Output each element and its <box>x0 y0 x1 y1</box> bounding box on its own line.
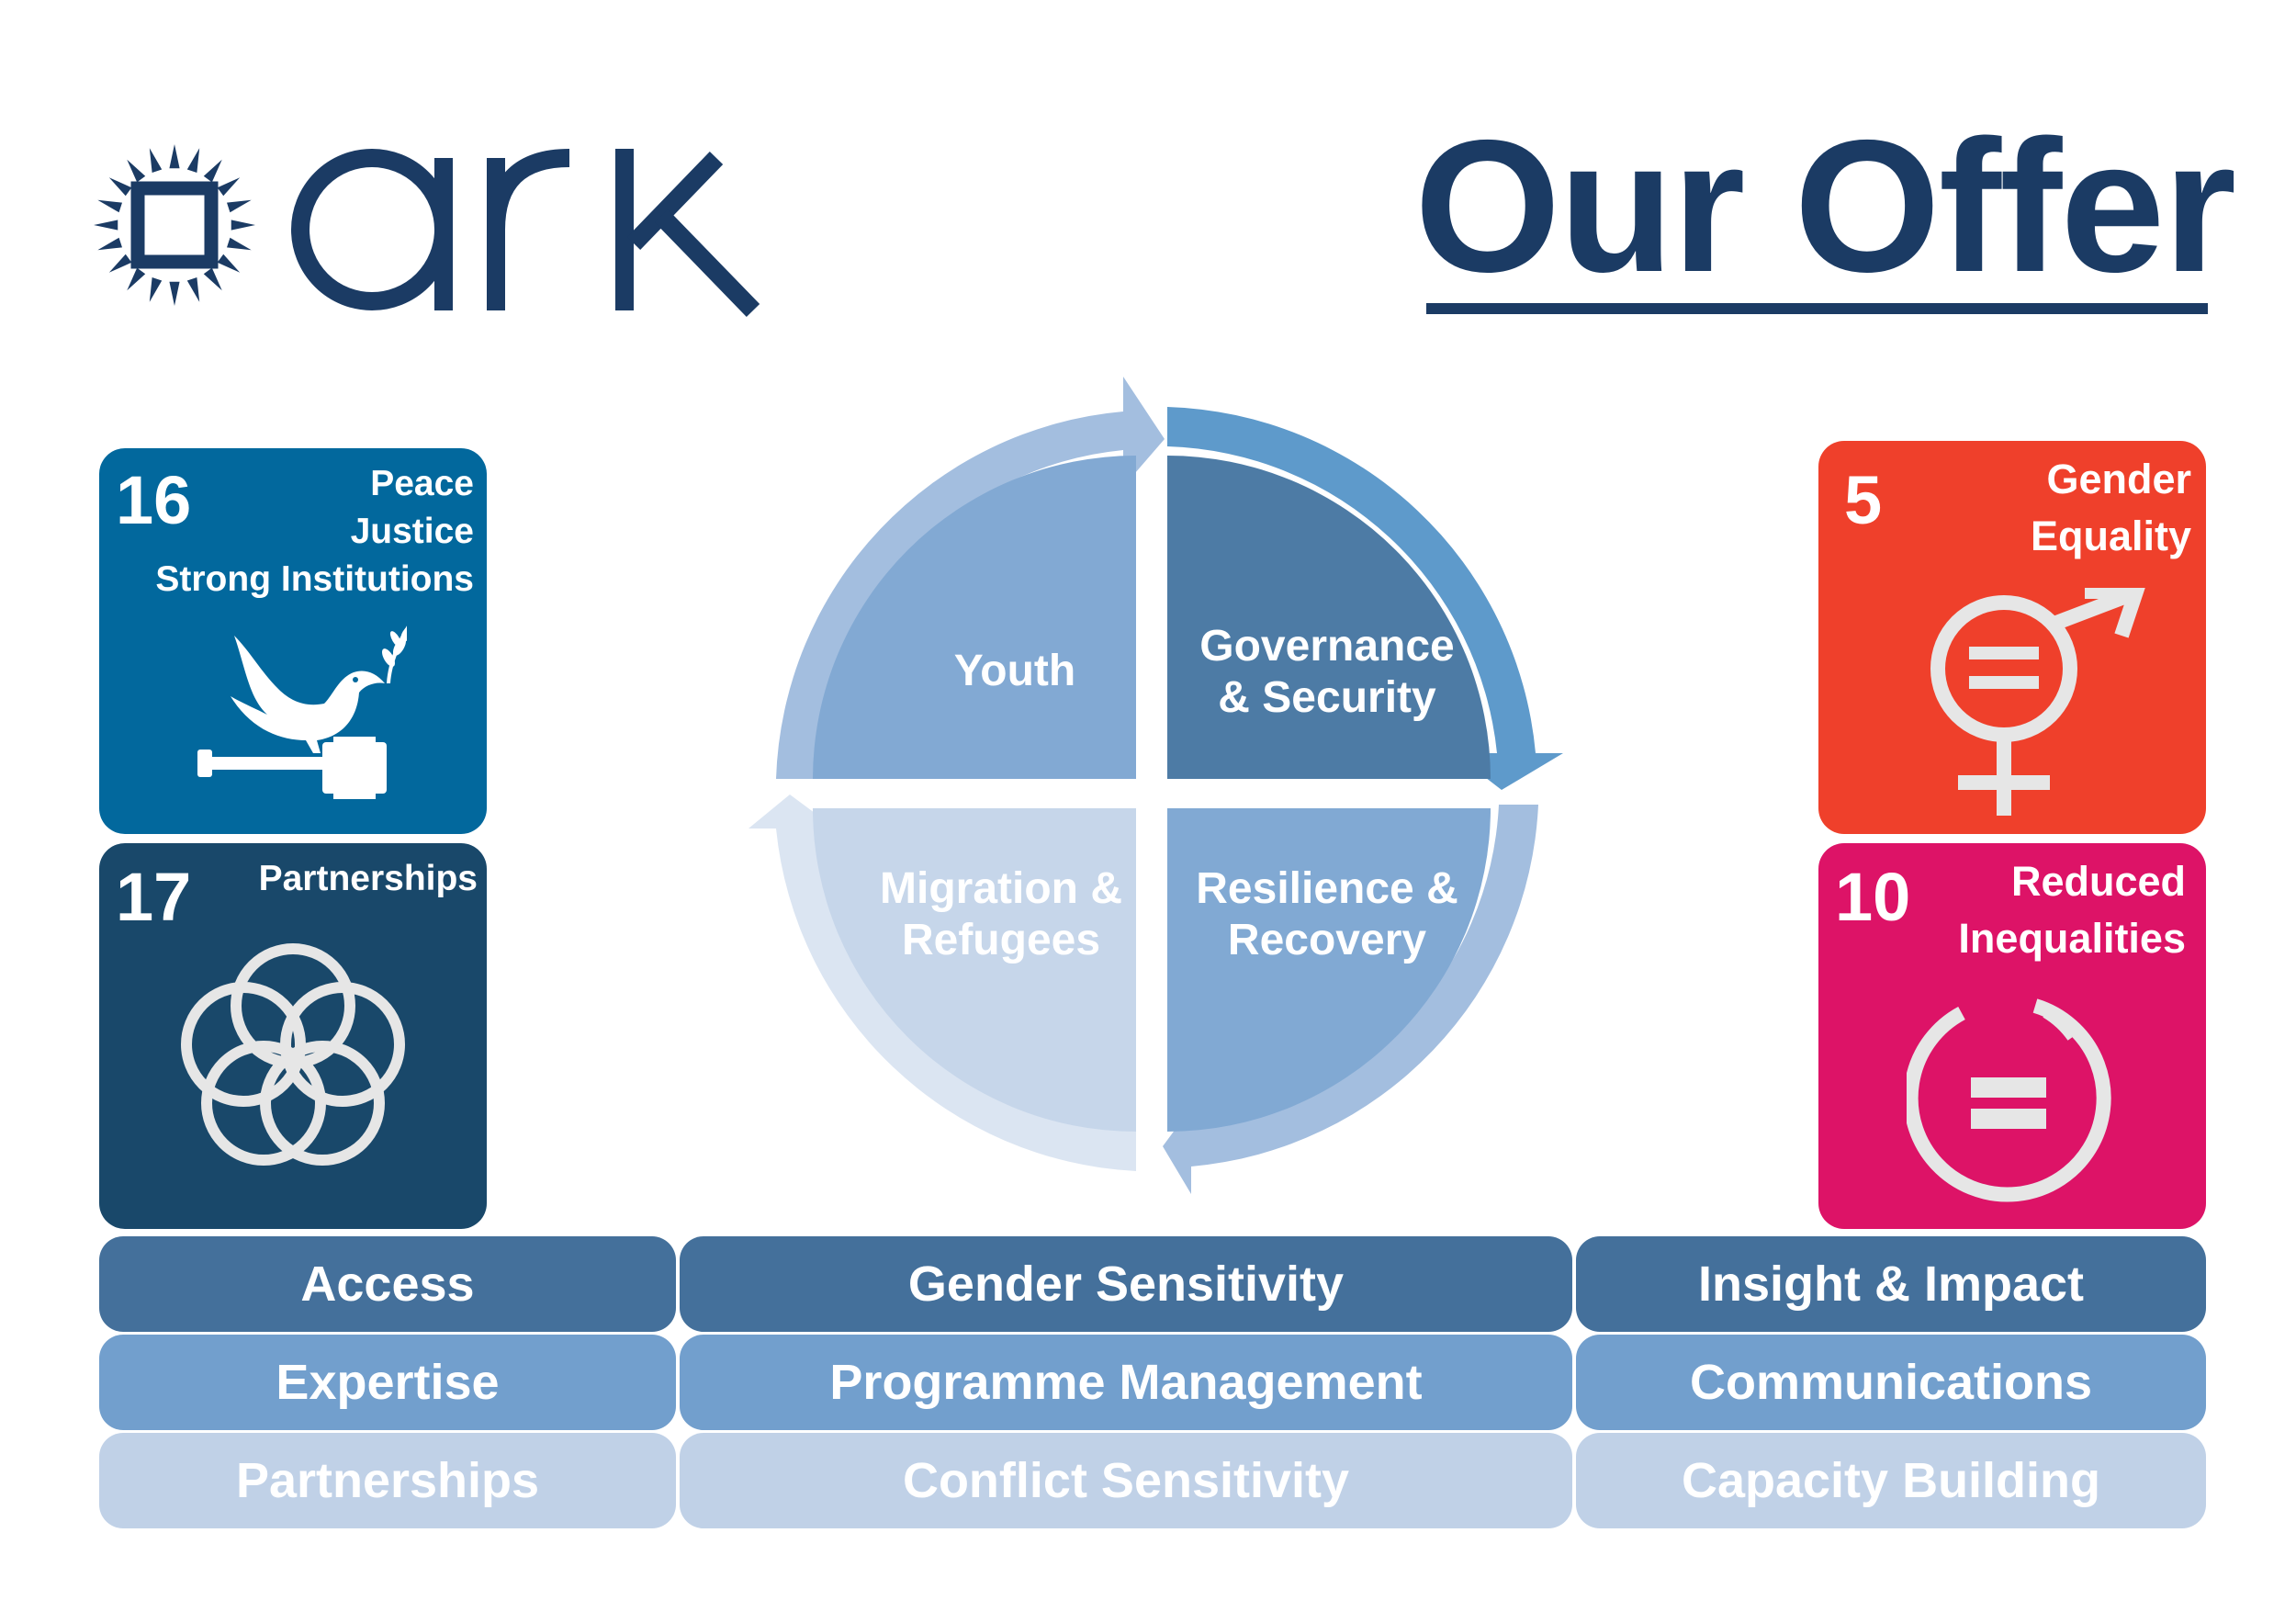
offer-cell: Conflict Sensitivity <box>680 1433 1572 1528</box>
sdg-number: 5 <box>1844 462 1883 538</box>
sdg-17-tile: 17 Partnerships <box>99 843 487 1229</box>
sdg-label-line: Inequalities <box>1958 915 2186 962</box>
emblem-ray <box>231 220 255 231</box>
quadrant-migration <box>813 808 1136 1132</box>
page-title: Our Offer <box>1414 101 2236 311</box>
cycle-diagram: Youth Governance & Security Resilience &… <box>735 367 1580 1212</box>
emblem-ray <box>203 159 222 183</box>
emblem-ray <box>149 148 163 173</box>
quadrant-governance <box>1167 456 1491 779</box>
sdg-label-line: Partnerships <box>258 859 478 898</box>
ark-emblem-icon <box>94 144 760 317</box>
offer-cell: Access <box>99 1236 676 1332</box>
emblem-ray <box>217 254 241 273</box>
sdg-5-tile: 5 Gender Equality <box>1818 441 2206 834</box>
emblem-ray <box>127 159 146 183</box>
offer-cell: Insight & Impact <box>1576 1236 2206 1332</box>
cycle-arrow-top-left <box>776 377 1165 779</box>
emblem-ray <box>169 281 180 306</box>
emblem-ray <box>94 220 118 231</box>
sdg-label-line: Peace <box>370 464 474 503</box>
offer-cell: Communications <box>1576 1335 2206 1430</box>
sdg-number: 16 <box>116 462 192 538</box>
quadrant-label-resilience: Resilience & Recovery <box>1196 864 1458 964</box>
cycle-arrow-bottom-left <box>748 795 1136 1171</box>
emblem-ray <box>217 177 241 197</box>
gender-equality-icon <box>1930 588 2145 816</box>
cycle-arrow-top-right <box>1167 407 1563 790</box>
emblem-ray <box>227 237 252 251</box>
title-underline <box>1426 303 2208 314</box>
offer-cell: Partnerships <box>99 1433 676 1528</box>
five-rings-icon <box>181 943 405 1166</box>
quadrant-label-migration: Migration & Refugees <box>880 864 1122 964</box>
emblem-ray <box>108 177 132 197</box>
offer-cell: Expertise <box>99 1335 676 1430</box>
offer-cell: Capacity Building <box>1576 1433 2206 1528</box>
emblem-ray <box>97 199 122 213</box>
emblem-ray <box>227 199 252 213</box>
emblem-ray <box>127 267 146 291</box>
quadrant-youth <box>813 456 1136 779</box>
sdg-label-line: Justice <box>350 512 474 551</box>
emblem-ray <box>186 277 200 302</box>
sdg-16-tile: 16 Peace Justice Strong Institutions <box>99 448 487 834</box>
emblem-ray <box>186 148 200 173</box>
offer-cell: Gender Sensitivity <box>680 1236 1572 1332</box>
quadrant-resilience <box>1167 808 1491 1132</box>
ark-logo <box>92 138 771 331</box>
emblem-ray <box>169 144 180 169</box>
sdg-number: 10 <box>1835 859 1911 935</box>
cycle-arrow-bottom-right <box>1163 805 1538 1194</box>
equals-circle-icon <box>1907 998 2111 1202</box>
emblem-ray <box>97 237 122 251</box>
sdg-number: 17 <box>116 859 192 935</box>
emblem-ray <box>108 254 132 273</box>
quadrant-label-youth: Youth <box>953 647 1076 695</box>
sdg-label-line: Reduced <box>2010 858 2186 905</box>
emblem-ray <box>149 277 163 302</box>
sdg-label-line: Strong Institutions <box>155 559 474 599</box>
offer-cell: Programme Management <box>680 1335 1572 1430</box>
sdg-label-line: Gender <box>2046 456 2191 502</box>
sdg-label-line: Equality <box>2030 513 2191 559</box>
dove-gavel-icon <box>197 625 407 799</box>
quadrant-label-governance: Governance & Security <box>1199 622 1455 722</box>
emblem-ray <box>203 267 222 291</box>
sdg-10-tile: 10 Reduced Inequalities <box>1818 843 2206 1229</box>
